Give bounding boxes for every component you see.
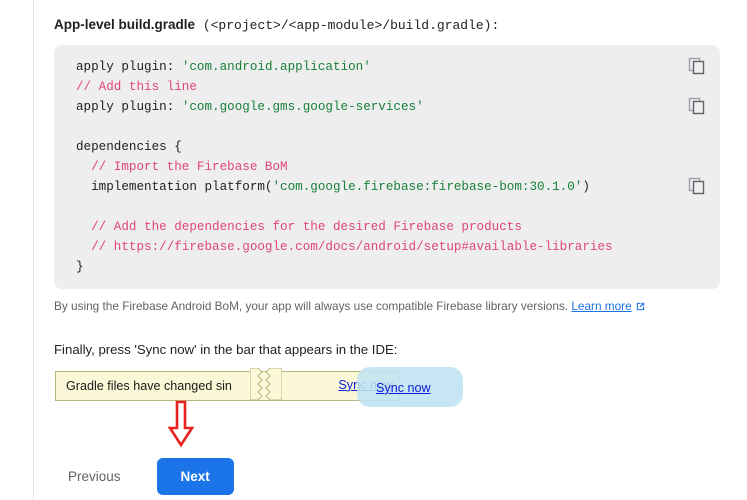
- code-line: // Import the Firebase BoM: [76, 157, 680, 177]
- torn-edge-icon: [250, 367, 282, 400]
- code-line: [76, 197, 680, 217]
- sync-message: Gradle files have changed sin: [66, 378, 232, 393]
- red-down-arrow-icon: [166, 400, 196, 453]
- code-token-com: // Add this line: [76, 80, 197, 95]
- code-line: dependencies {: [76, 137, 680, 157]
- code-content: apply plugin: 'com.android.application' /…: [54, 57, 720, 277]
- page-title-path: (<project>/<app-module>/build.gradle):: [195, 18, 500, 33]
- code-token-pln: }: [76, 260, 84, 275]
- code-token-pln: implementation platform(: [76, 180, 273, 195]
- finally-instruction: Finally, press 'Sync now' in the bar tha…: [54, 341, 398, 357]
- sync-now-label[interactable]: Sync now: [376, 380, 431, 395]
- code-token-com: // https://firebase.google.com/docs/andr…: [76, 240, 613, 255]
- code-token-str: 'com.google.gms.google-services': [181, 100, 424, 115]
- copy-icon[interactable]: [688, 97, 706, 115]
- copy-icon[interactable]: [688, 177, 706, 195]
- code-line: // Add the dependencies for the desired …: [76, 217, 680, 237]
- code-token-pln: ): [582, 180, 590, 195]
- bom-note-text: By using the Firebase Android BoM, your …: [54, 299, 572, 314]
- page-left-rule: [33, 0, 34, 500]
- external-link-icon[interactable]: [635, 300, 646, 318]
- next-button[interactable]: Next: [156, 458, 234, 495]
- code-token-com: // Add the dependencies for the desired …: [76, 220, 522, 235]
- code-line: }: [76, 257, 680, 277]
- code-line: [76, 117, 680, 137]
- code-line: apply plugin: 'com.android.application': [76, 57, 680, 77]
- code-line: // https://firebase.google.com/docs/andr…: [76, 237, 680, 257]
- ide-notification-bar: Gradle files have changed sin Sync now: [55, 370, 400, 401]
- copy-icon[interactable]: [688, 57, 706, 75]
- main-content: App-level build.gradle (<project>/<app-m…: [54, 0, 734, 407]
- code-token-pln: apply plugin:: [76, 60, 182, 75]
- code-token-pln: dependencies {: [76, 140, 182, 155]
- code-block: apply plugin: 'com.android.application' /…: [54, 45, 720, 290]
- page-title-bold: App-level build.gradle: [54, 17, 196, 32]
- code-line: apply plugin: 'com.google.gms.google-ser…: [76, 97, 680, 117]
- ide-sync-bar-mock: Gradle files have changed sin Sync now S…: [54, 366, 463, 407]
- sync-now-link-overlay[interactable]: Sync now: [376, 379, 431, 397]
- wizard-footer: Previous Next: [54, 458, 234, 495]
- code-token-str: 'com.google.firebase:firebase-bom:30.1.0…: [272, 180, 583, 195]
- previous-button[interactable]: Previous: [54, 460, 135, 493]
- bom-note: By using the Firebase Android BoM, your …: [54, 298, 734, 318]
- code-token-pln: apply plugin:: [76, 100, 182, 115]
- page-title: App-level build.gradle (<project>/<app-m…: [54, 0, 734, 35]
- learn-more-link[interactable]: Learn more: [571, 299, 632, 314]
- code-token-com: // Import the Firebase BoM: [76, 160, 288, 175]
- code-line: // Add this line: [76, 77, 680, 97]
- code-line: implementation platform('com.google.fire…: [76, 177, 680, 197]
- highlight-halo: [357, 366, 463, 407]
- code-token-str: 'com.android.application': [181, 60, 371, 75]
